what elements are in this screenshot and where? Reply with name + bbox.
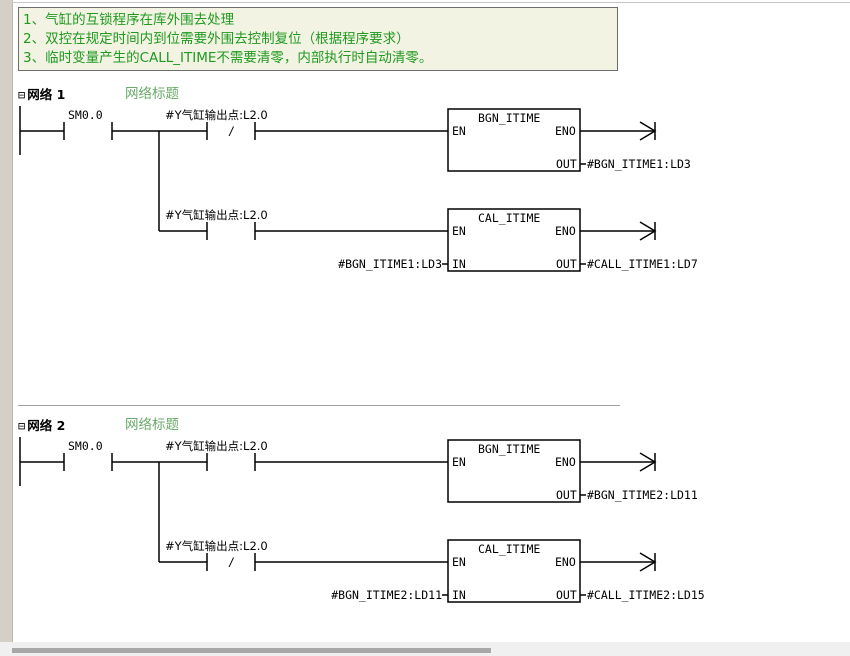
ladder-diagram: / SM0.0 #Y气缸输出点:L2.0 #Y气缸输出点:L2.0 BGN_IT…: [19, 106, 705, 603]
network-2-header: ⊟ 网络 2 网络标题: [18, 415, 179, 434]
program-comment-box[interactable]: 1、气缸的互锁程序在库外围去处理 2、双控在规定时间内到位需要外围去控制复位（根…: [18, 7, 618, 71]
network-1-cal-eno-pin: ENO: [555, 224, 576, 238]
network-2-cal-out-pin: OUT: [556, 588, 577, 602]
network-1-cal-en-pin: EN: [452, 224, 466, 238]
editor-left-gutter: [0, 0, 13, 642]
network-1-cal-in-operand[interactable]: #BGN_ITIME1:LD3: [338, 257, 442, 271]
network-1-header: ⊟ 网络 1 网络标题: [18, 84, 179, 103]
network-1-label: 网络 1: [27, 87, 66, 102]
network-1-rungs: [19, 106, 657, 272]
network-2-contact-3-negation: /: [228, 555, 235, 569]
network-1-bgn-block-name: BGN_ITIME: [478, 111, 540, 125]
network-2-bgn-en-pin: EN: [452, 455, 466, 469]
collapse-network-1-icon[interactable]: ⊟: [18, 88, 26, 102]
network-2-bgn-out-operand[interactable]: #BGN_ITIME2:LD11: [587, 488, 698, 502]
network-2-label: 网络 2: [27, 418, 66, 433]
network-1-cal-out-operand[interactable]: #CALL_ITIME1:LD7: [587, 257, 698, 271]
comment-line-1: 1、气缸的互锁程序在库外围去处理: [23, 12, 235, 28]
network-1-contact-3-operand[interactable]: #Y气缸输出点:L2.0: [165, 208, 268, 222]
network-2-cal-en-pin: EN: [452, 555, 466, 569]
network-2-cal-out-operand[interactable]: #CALL_ITIME2:LD15: [587, 588, 705, 602]
network-2-contact-2-operand[interactable]: #Y气缸输出点:L2.0: [165, 439, 268, 453]
collapse-network-2-icon[interactable]: ⊟: [18, 419, 26, 433]
network-1-bgn-out-pin: OUT: [556, 157, 577, 171]
network-1-bgn-out-operand[interactable]: #BGN_ITIME1:LD3: [587, 157, 691, 171]
network-1-title[interactable]: 网络标题: [125, 86, 179, 102]
network-2-contact-3-operand[interactable]: #Y气缸输出点:L2.0: [165, 539, 268, 553]
network-separator: [18, 405, 620, 406]
comment-line-2: 2、双控在规定时间内到位需要外围去控制复位（根据程序要求）: [23, 31, 410, 47]
editor-top-border: [12, 2, 850, 3]
network-1-cal-out-pin: OUT: [556, 257, 577, 271]
horizontal-scrollbar-thumb[interactable]: [12, 648, 491, 653]
network-2-contact-1-operand[interactable]: SM0.0: [68, 439, 103, 453]
network-1-bgn-eno-pin: ENO: [555, 124, 576, 138]
network-1-contact-2-negation: /: [228, 124, 235, 138]
network-1-contact-2-operand[interactable]: #Y气缸输出点:L2.0: [165, 108, 268, 122]
network-2-cal-in-operand[interactable]: #BGN_ITIME2:LD11: [331, 588, 442, 602]
network-2-bgn-block-name: BGN_ITIME: [478, 442, 540, 456]
network-2-rungs: [19, 437, 657, 603]
network-1-cal-in-pin: IN: [452, 257, 466, 271]
network-2-cal-in-pin: IN: [452, 588, 466, 602]
network-1-contact-1-operand[interactable]: SM0.0: [68, 108, 103, 122]
network-2-bgn-eno-pin: ENO: [555, 455, 576, 469]
network-2-cal-block-name: CAL_ITIME: [478, 542, 540, 556]
network-2-title[interactable]: 网络标题: [125, 417, 179, 433]
network-1-bgn-en-pin: EN: [452, 124, 466, 138]
comment-line-3: 3、临时变量产生的CALL_ITIME不需要清零，内部执行时自动清零。: [23, 50, 433, 66]
network-1-cal-block-name: CAL_ITIME: [478, 211, 540, 225]
network-2-cal-eno-pin: ENO: [555, 555, 576, 569]
network-2-bgn-out-pin: OUT: [556, 488, 577, 502]
